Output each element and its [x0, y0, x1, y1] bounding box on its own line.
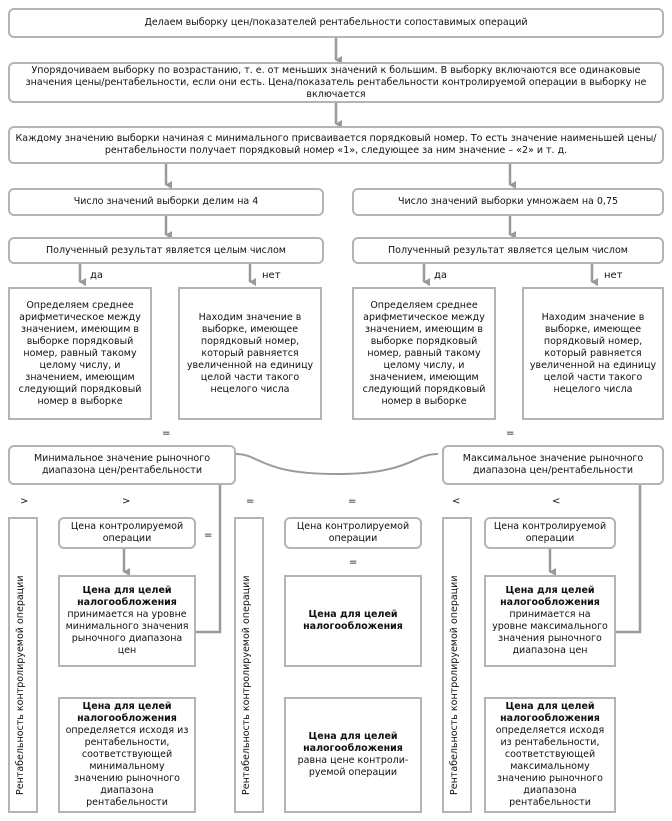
multiply-by-075-box: Число значений выборки умножаем на 0,75	[352, 188, 664, 216]
col1-tax-profit-min-title: Цена для целей налогообложения	[77, 701, 177, 724]
col3-controlled-price-box: Цена контролируемой операции	[484, 517, 616, 549]
left-yes-box: Определяем среднее арифметическое между …	[8, 287, 152, 420]
col1-tax-profit-min-text: определяется исходя из рентабельности, с…	[65, 725, 189, 808]
col3-frame	[442, 517, 472, 813]
max-market-range-text: Максимальное значение рыночного диапазон…	[462, 453, 644, 476]
col1-frame	[8, 517, 38, 813]
divide-by-4-text: Число значений выборки делим на 4	[73, 196, 259, 207]
right-yes-label: да	[434, 270, 448, 281]
left-integer-check-box: Полученный результат является целым числ…	[8, 237, 324, 264]
left-yes-label: да	[90, 270, 104, 281]
left-equals-sign: =	[162, 428, 171, 439]
col2-frame	[234, 517, 264, 813]
col3-tax-price-max-text: принимается на уровне максимального знач…	[492, 609, 608, 656]
col2-tax-profit-text: равна цене контроли-руемой операции	[297, 755, 409, 778]
col3-controlled-price-text: Цена контролируемой операции	[493, 521, 607, 544]
col1-tax-price-min-text: принимается на уровне минимального значе…	[65, 609, 189, 656]
right-integer-check-box: Полученный результат является целым числ…	[352, 237, 664, 264]
col2-tax-price-box: Цена для целей налогообложения	[284, 575, 422, 667]
col3-inner-less: <	[552, 496, 561, 507]
step-number: Каждому значению выборки начиная с миним…	[8, 126, 664, 164]
left-no-text: Находим значение в выборке, имеющее поря…	[186, 311, 314, 395]
right-yes-text: Определяем среднее арифметическое между …	[362, 299, 486, 407]
col3-outer-less: <	[452, 496, 461, 507]
step-sort-text: Упорядочиваем выборку по возрастанию, т.…	[25, 64, 647, 100]
col2-tax-profit-title: Цена для целей налогообложения	[303, 731, 403, 754]
col2-tax-price-title: Цена для целей налогообложения	[303, 609, 403, 632]
col2-vertical-label: Рентабельность контролируемой операции	[241, 575, 252, 795]
col1-outer-greater: >	[20, 496, 29, 507]
right-no-label: нет	[604, 270, 623, 281]
min-market-range-box: Минимальное значение рыночного диапазона…	[8, 445, 236, 485]
col1-vertical-label: Рентабельность контролируемой операции	[15, 575, 26, 795]
col3-tax-profit-max-title: Цена для целей налогообложения	[500, 701, 600, 724]
col1-inner-greater: >	[122, 496, 131, 507]
col2-controlled-price-text: Цена контролируемой операции	[296, 521, 410, 544]
left-yes-text: Определяем среднее арифметическое между …	[18, 299, 142, 407]
col1-controlled-price-text: Цена контролируемой операции	[70, 521, 184, 544]
right-no-box: Находим значение в выборке, имеющее поря…	[522, 287, 664, 420]
min-market-range-text: Минимальное значение рыночного диапазона…	[33, 453, 211, 476]
step-number-text: Каждому значению выборки начиная с миним…	[15, 133, 657, 156]
left-no-label: нет	[262, 270, 281, 281]
arrow-col1-to-min	[195, 463, 222, 634]
col1-controlled-price-box: Цена контролируемой операции	[58, 517, 196, 549]
step-sort: Упорядочиваем выборку по возрастанию, т.…	[8, 62, 664, 103]
col2-outer-equals: =	[246, 496, 255, 507]
left-integer-check-text: Полученный результат является целым числ…	[46, 244, 286, 256]
col1-tax-price-min-title: Цена для целей налогообложения	[77, 585, 177, 608]
right-yes-box: Определяем среднее арифметическое между …	[352, 287, 496, 420]
divide-by-4-box: Число значений выборки делим на 4	[8, 188, 324, 216]
col3-vertical-label: Рентабельность контролируемой операции	[449, 575, 460, 795]
brace-between-results	[235, 453, 439, 476]
col1-eq-to-min: =	[204, 530, 213, 541]
right-integer-check-text: Полученный результат является целым числ…	[388, 244, 628, 256]
arrow-col3-to-max	[616, 463, 642, 634]
step-sample: Делаем выборку цен/показателей рентабель…	[8, 8, 664, 38]
right-no-text: Находим значение в выборке, имеющее поря…	[529, 311, 657, 395]
col2-controlled-price-box: Цена контролируемой операции	[284, 517, 422, 549]
right-equals-sign: =	[506, 428, 515, 439]
col2-inner-equals: =	[348, 496, 357, 507]
col2-eq-sign: =	[349, 557, 358, 568]
left-no-box: Находим значение в выборке, имеющее поря…	[178, 287, 322, 420]
col3-tax-price-max-title: Цена для целей налогообложения	[500, 585, 600, 608]
step-sample-text: Делаем выборку цен/показателей рентабель…	[144, 17, 528, 28]
max-market-range-box: Максимальное значение рыночного диапазон…	[442, 445, 664, 485]
multiply-by-075-text: Число значений выборки умножаем на 0,75	[397, 196, 619, 207]
col3-tax-profit-max-text: определяется исходя из рентабельности, с…	[495, 725, 605, 808]
